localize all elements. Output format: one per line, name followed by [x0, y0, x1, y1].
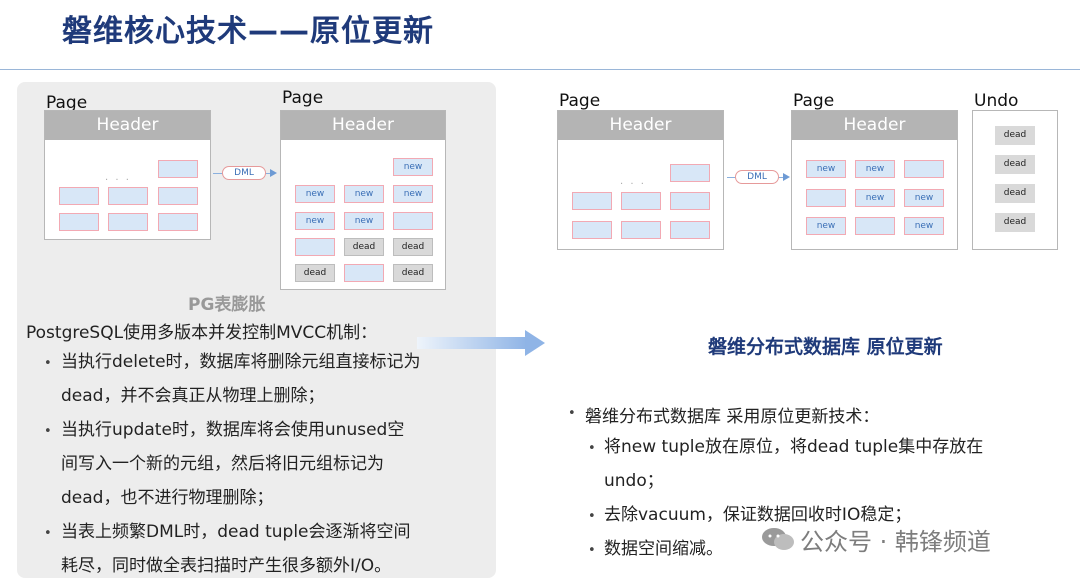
left-bullet-3-line: 耗尽，同时做全表扫描时产生很多额外I/O。: [61, 556, 392, 576]
left-page1-cell: [158, 213, 198, 231]
page-title: 磐维核心技术——原位更新: [62, 14, 434, 49]
right-bullet-1: 将new tuple放在原位，将dead tuple集中存放在 undo；: [604, 430, 983, 498]
right-page1-cell: [670, 192, 710, 210]
left-bullet-1-line: dead，并不会真正从物理上删除；: [61, 386, 325, 406]
right-heading: 磐维分布式数据库 原位更新: [708, 336, 943, 358]
right-bullet-1-line: undo；: [604, 471, 664, 491]
left-page1-cell: [108, 187, 148, 205]
right-page1-cell: [621, 221, 661, 239]
tuple-new: new: [855, 160, 895, 178]
left-page1: Header · · ·: [44, 110, 211, 240]
undo-dead-tuple: dead: [995, 184, 1035, 203]
left-page2-label: Page: [282, 88, 324, 108]
left-page1-header: Header: [45, 111, 210, 140]
bullet-dot: •: [588, 509, 596, 524]
tuple-empty: [904, 160, 944, 178]
tuple-new: new: [806, 160, 846, 178]
tuple-new: new: [393, 158, 433, 176]
undo-dead-tuple: dead: [995, 213, 1035, 232]
tuple-new: new: [806, 217, 846, 235]
left-dml-badge: DML: [222, 166, 266, 180]
dots-decoration: · · ·: [105, 175, 131, 186]
left-bullet-2-line: dead，也不进行物理删除；: [61, 488, 274, 508]
tuple-new: new: [855, 189, 895, 207]
left-dml-arrowhead: [270, 169, 277, 177]
right-page2-header: Header: [792, 111, 957, 140]
bullet-dot: •: [44, 356, 52, 371]
left-bullet-1: 当执行delete时，数据库将删除元组直接标记为 dead，并不会真正从物理上删…: [61, 345, 421, 413]
undo-dead-tuple: dead: [995, 126, 1035, 145]
right-bullet-3-line: 数据空间缩减。: [604, 539, 723, 559]
tuple-new: new: [295, 212, 335, 230]
tuple-new: new: [344, 185, 384, 203]
right-page1-cell: [670, 164, 710, 182]
undo-segment: dead dead dead dead: [972, 110, 1058, 250]
left-bullet-2: 当执行update时，数据库将会使用unused空 间写入一个新的元组，然后将旧…: [61, 413, 404, 515]
left-bullet-2-line: 当执行update时，数据库将会使用unused空: [61, 420, 405, 440]
tuple-dead: dead: [393, 238, 433, 256]
tuple-empty: [295, 238, 335, 256]
right-page1-header: Header: [558, 111, 723, 140]
undo-label: Undo: [974, 91, 1019, 111]
transition-arrow-icon: [417, 330, 545, 356]
tuple-empty: [855, 217, 895, 235]
right-bullet-2-line: 去除vacuum，保证数据回收时IO稳定；: [604, 505, 912, 525]
right-page1: Header · · ·: [557, 110, 724, 250]
watermark-text: 公众号 · 韩锋频道: [800, 528, 991, 556]
right-intro: 磐维分布式数据库 采用原位更新技术：: [585, 407, 880, 427]
left-bullet-3-line: 当表上频繁DML时，dead tuple会逐渐将空间: [61, 522, 411, 542]
left-page1-cell: [59, 213, 99, 231]
right-page2-label: Page: [793, 91, 835, 111]
title-divider: [0, 69, 1080, 70]
wechat-icon: [762, 528, 794, 550]
left-page2: Header new new new new new new dead dead…: [280, 110, 446, 290]
tuple-empty: [344, 264, 384, 282]
left-intro: PostgreSQL使用多版本并发控制MVCC机制：: [26, 323, 378, 343]
right-dml-arrowhead: [783, 173, 790, 181]
undo-dead-tuple: dead: [995, 155, 1035, 174]
right-bullet-1-line: 将new tuple放在原位，将dead tuple集中存放在: [604, 437, 984, 457]
tuple-dead: dead: [295, 264, 335, 282]
left-page1-cell: [158, 187, 198, 205]
left-bullet-1-line: 当执行delete时，数据库将删除元组直接标记为: [61, 352, 421, 372]
right-page1-cell: [621, 192, 661, 210]
right-page1-cell: [670, 221, 710, 239]
tuple-new: new: [344, 212, 384, 230]
tuple-dead: dead: [393, 264, 433, 282]
right-page1-label: Page: [559, 91, 601, 111]
right-page1-cell: [572, 221, 612, 239]
left-bullet-2-line: 间写入一个新的元组，然后将旧元组标记为: [61, 454, 384, 474]
tuple-empty: [393, 212, 433, 230]
left-page2-header: Header: [281, 111, 445, 140]
right-page2: Header new new new new new new: [791, 110, 958, 250]
left-page1-cell: [108, 213, 148, 231]
dots-decoration: · · ·: [620, 179, 646, 190]
right-bullet-3: 数据空间缩减。: [604, 532, 723, 566]
right-dml-badge: DML: [735, 170, 779, 184]
bullet-dot: •: [44, 526, 52, 541]
bullet-dot: •: [568, 406, 576, 421]
left-page1-cell: [158, 160, 198, 178]
bullet-dot: •: [44, 424, 52, 439]
right-bullet-2: 去除vacuum，保证数据回收时IO稳定；: [604, 498, 911, 532]
tuple-empty: [806, 189, 846, 207]
pg-bloat-subtitle: PG表膨胀: [188, 295, 266, 315]
bullet-dot: •: [588, 441, 596, 456]
left-page1-label: Page: [46, 93, 88, 113]
tuple-new: new: [393, 185, 433, 203]
tuple-new: new: [904, 217, 944, 235]
left-bullet-3: 当表上频繁DML时，dead tuple会逐渐将空间 耗尽，同时做全表扫描时产生…: [61, 515, 411, 583]
tuple-new: new: [295, 185, 335, 203]
left-page1-cell: [59, 187, 99, 205]
tuple-dead: dead: [344, 238, 384, 256]
bullet-dot: •: [588, 543, 596, 558]
right-page1-cell: [572, 192, 612, 210]
tuple-new: new: [904, 189, 944, 207]
